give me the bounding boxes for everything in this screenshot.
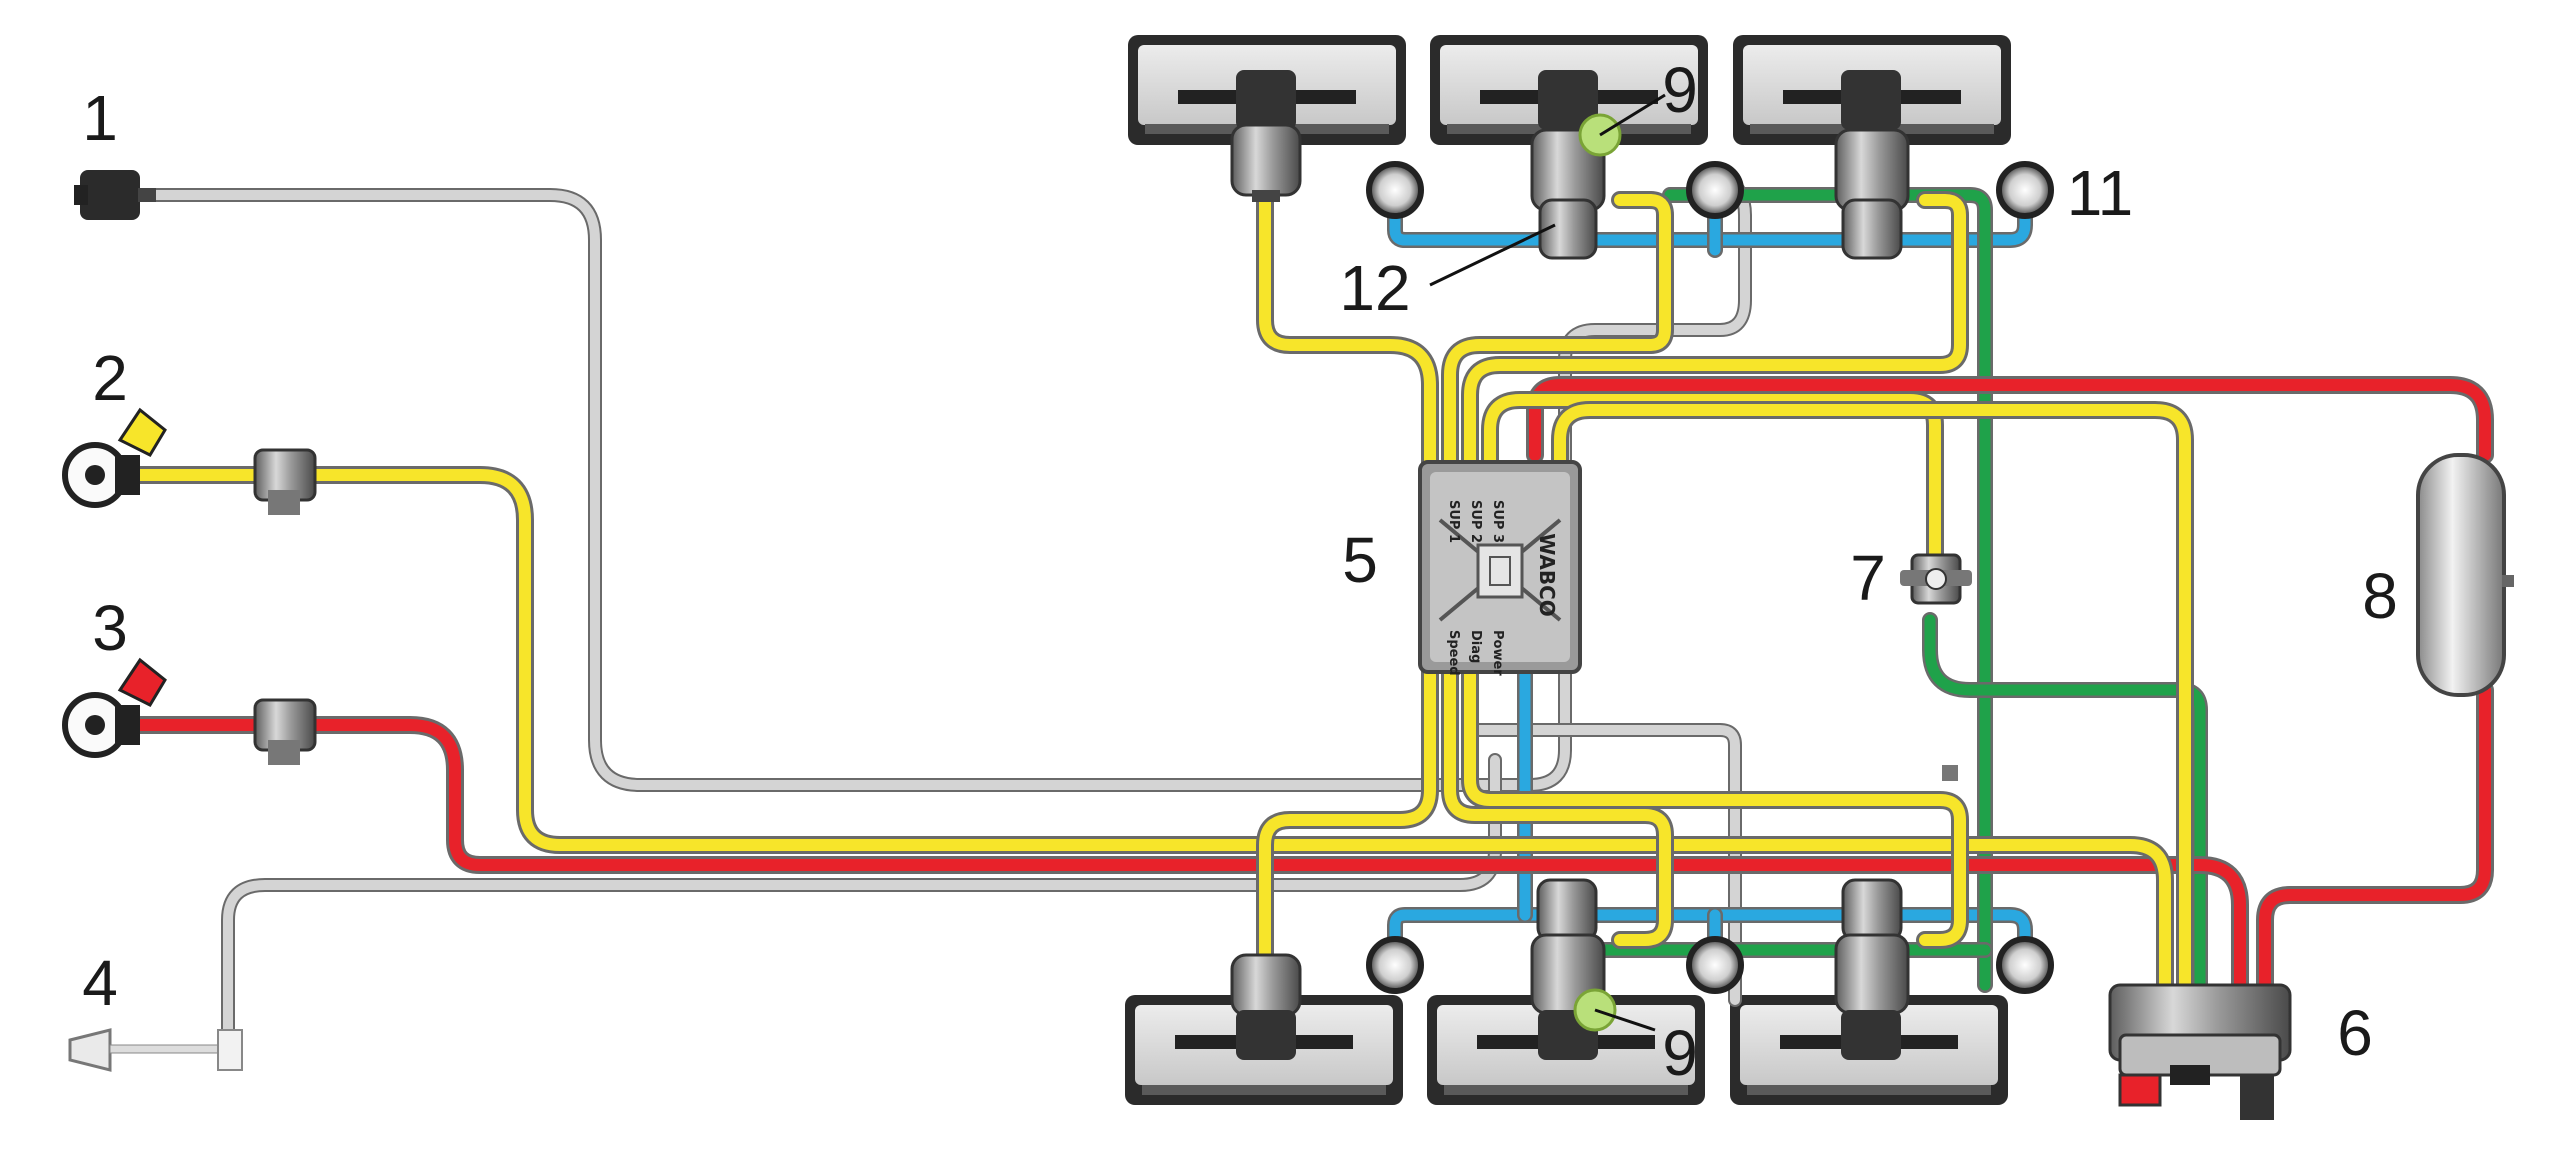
label-7: 7 bbox=[1850, 542, 1886, 614]
brake-chamber bbox=[1230, 70, 1302, 202]
modulator-port-label: SUP 3 bbox=[1490, 500, 1505, 543]
brake-chamber bbox=[1530, 878, 1606, 1060]
control-coupling-head bbox=[62, 407, 317, 515]
label-12: 12 bbox=[1339, 252, 1410, 324]
wheel-speed-sensors bbox=[1573, 93, 1666, 1032]
levelling-lines bbox=[1542, 187, 2208, 998]
top-brake-chambers bbox=[1230, 70, 1910, 260]
air-bellow bbox=[1366, 936, 1424, 994]
ebs-modulator: WABCO SUP 1 SUP 2 SUP 3 Diag Power Speed bbox=[1418, 460, 1582, 676]
electrical-connector-4 bbox=[68, 1028, 243, 1072]
air-bellow bbox=[1366, 161, 1424, 219]
modulator-port-label: SUP 2 bbox=[1468, 500, 1483, 543]
modulator-port-label: Power bbox=[1490, 630, 1505, 676]
air-bellow bbox=[1686, 936, 1744, 994]
air-reservoir bbox=[2416, 453, 2514, 697]
brake-chamber bbox=[1834, 70, 1910, 260]
modulator-brand: WABCO bbox=[1535, 533, 1559, 617]
label-9-bottom: 9 bbox=[1662, 1017, 1698, 1089]
brake-chamber bbox=[1834, 878, 1910, 1060]
brake-chamber bbox=[1230, 953, 1302, 1060]
air-bellows-group bbox=[1366, 161, 2054, 994]
air-bellow bbox=[1996, 936, 2054, 994]
control-lines bbox=[131, 186, 2194, 999]
modulator-port-label: Speed bbox=[1446, 630, 1461, 676]
label-11: 11 bbox=[2067, 157, 2133, 229]
brake-valve bbox=[2108, 983, 2292, 1120]
modulator-port-label: Diag bbox=[1468, 630, 1483, 663]
supply-coupling-head bbox=[62, 657, 317, 765]
label-4: 4 bbox=[82, 947, 118, 1019]
label-3: 3 bbox=[92, 592, 128, 664]
label-5: 5 bbox=[1342, 524, 1378, 596]
label-1: 1 bbox=[82, 82, 118, 154]
electrical-connector-1 bbox=[74, 170, 156, 220]
air-bellow bbox=[1686, 161, 1744, 219]
air-bellow bbox=[1996, 161, 2054, 219]
label-9-top: 9 bbox=[1662, 54, 1698, 126]
label-2: 2 bbox=[92, 342, 128, 414]
modulator-port-label: SUP 1 bbox=[1446, 500, 1461, 543]
label-6: 6 bbox=[2337, 997, 2373, 1069]
label-8: 8 bbox=[2362, 560, 2398, 632]
levelling-valve bbox=[1900, 553, 1972, 781]
